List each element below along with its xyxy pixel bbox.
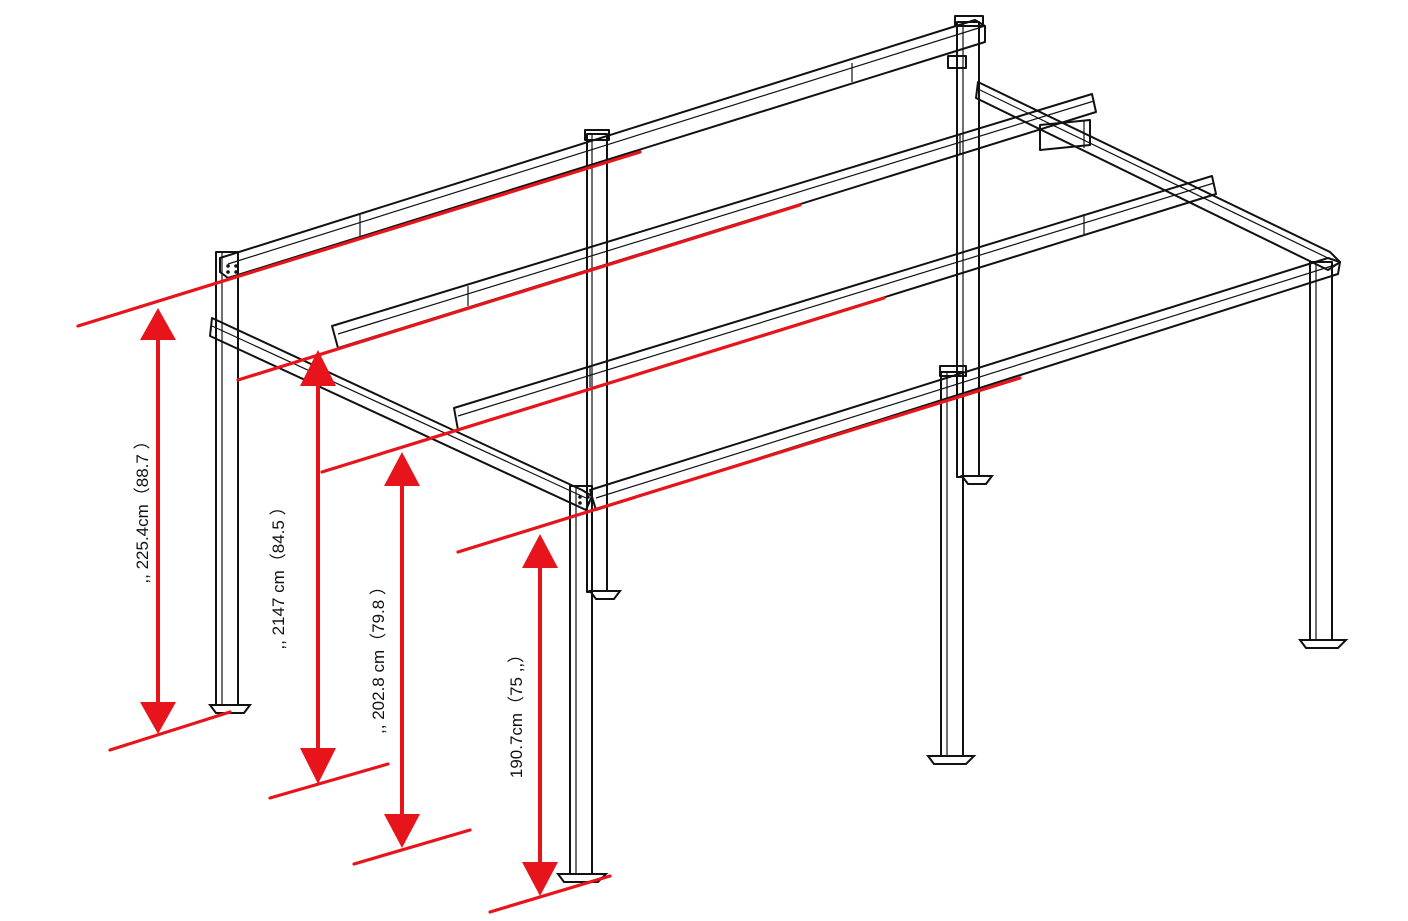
guide-ground-1 xyxy=(108,710,232,752)
right-top-beam xyxy=(589,257,1341,511)
arrow-up-icon xyxy=(384,452,420,486)
arrow-down-icon xyxy=(140,702,176,734)
top-back-beam xyxy=(219,19,986,279)
guide-middle-beam xyxy=(236,203,802,382)
post-front-corner xyxy=(556,485,609,883)
dimension-label-2: ,, 2147 cm（84.5 ） xyxy=(269,498,288,649)
post-back-left xyxy=(208,251,252,714)
post-far-right xyxy=(1298,261,1349,649)
guide-ground-3 xyxy=(352,828,472,866)
arrow-up-icon xyxy=(140,308,176,340)
dimension-arrow-3 xyxy=(384,452,420,848)
dimension-guides xyxy=(76,150,1022,914)
post-front-right xyxy=(926,371,977,765)
dimension-arrow-2 xyxy=(300,350,336,784)
guide-ground-2 xyxy=(268,762,390,800)
arrow-down-icon xyxy=(522,862,558,896)
dimension-label-1: ,, 225.4cm（88.7 ） xyxy=(133,432,152,583)
frame-structure xyxy=(208,15,1349,883)
arrow-up-icon xyxy=(522,534,558,568)
dimension-label-4: 190.7cm（75 ,,） xyxy=(507,646,526,778)
arrow-up-icon xyxy=(300,350,336,386)
post-middle-back xyxy=(586,133,622,600)
dimension-label-3: ,, 202.8 cm（79.8 ） xyxy=(369,578,388,734)
post-cap-brackets xyxy=(584,15,984,377)
guide-ground-4 xyxy=(488,874,612,914)
dimension-arrow-4 xyxy=(522,534,558,896)
side-rails-right xyxy=(975,81,1341,271)
dimension-arrow-1 xyxy=(140,308,176,734)
arrow-down-icon xyxy=(384,814,420,848)
guide-right-edge-beam xyxy=(456,376,1022,554)
guide-top-back-beam xyxy=(76,150,642,328)
arrow-down-icon xyxy=(300,748,336,784)
middle-cross-beam xyxy=(331,93,1097,349)
front-cross-beam xyxy=(453,175,1217,431)
guide-front-beam xyxy=(320,296,886,474)
